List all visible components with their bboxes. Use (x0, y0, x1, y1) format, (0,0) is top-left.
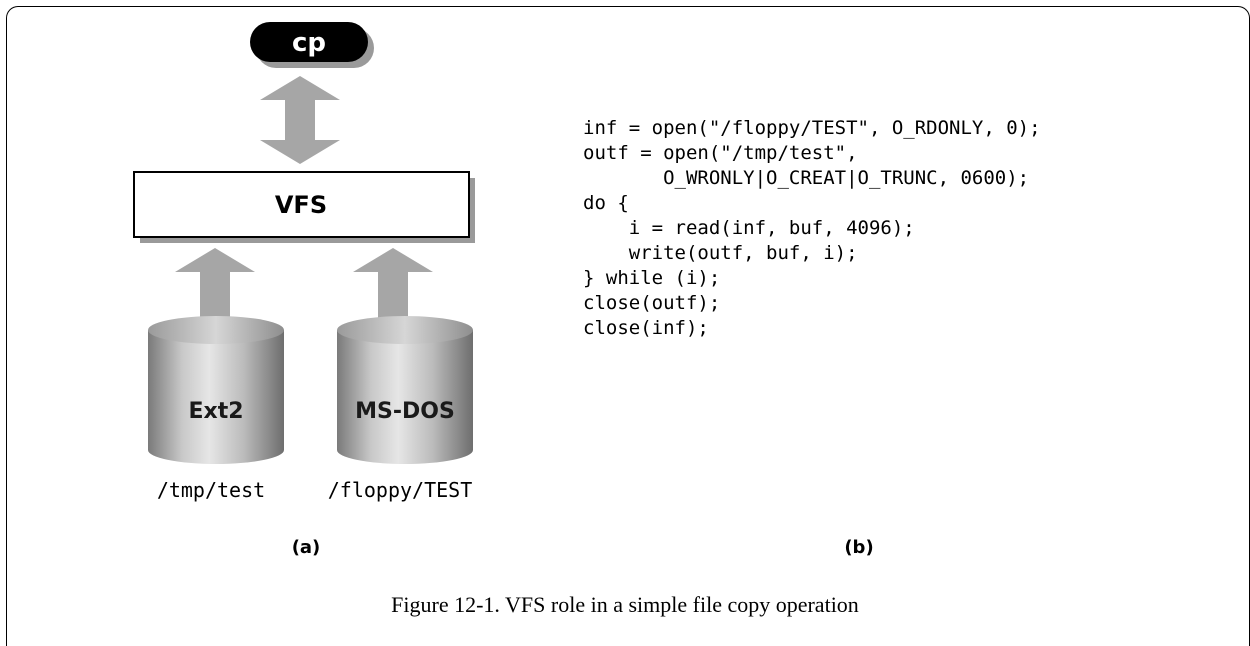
code-line: } while (i); (583, 267, 721, 289)
code-listing: inf = open("/floppy/TEST", O_RDONLY, 0);… (583, 116, 1041, 341)
ext2-path: /tmp/test (157, 478, 265, 502)
msdos-cylinder-body (337, 330, 473, 464)
code-line: O_WRONLY|O_CREAT|O_TRUNC, 0600); (583, 167, 1030, 189)
ext2-cylinder-top (148, 316, 284, 344)
code-line: write(outf, buf, i); (583, 242, 858, 264)
vfs-diagram: cp VFS Ext2 MS-DOS /tmp/test /floppy/TES… (133, 22, 874, 558)
vfs-label: VFS (275, 191, 327, 219)
ext2-label: Ext2 (188, 399, 243, 424)
arrow-vfs-msdos (353, 248, 433, 346)
msdos-label: MS-DOS (355, 399, 455, 424)
figure-caption: Figure 12-1. VFS role in a simple file c… (391, 592, 859, 617)
vfs-box-body (133, 171, 470, 238)
msdos-path: /floppy/TEST (328, 478, 473, 502)
cp-label: cp (292, 28, 326, 58)
ext2-cylinder: Ext2 (148, 316, 284, 464)
code-line: close(outf); (583, 292, 721, 314)
cp-pill-body (250, 22, 368, 62)
msdos-cylinder: MS-DOS (337, 316, 473, 464)
cp-process-pill: cp (250, 22, 374, 68)
ext2-cylinder-body (148, 330, 284, 464)
arrow-vfs-ext2 (175, 248, 255, 346)
code-line: inf = open("/floppy/TEST", O_RDONLY, 0); (583, 117, 1041, 139)
code-line: do { (583, 192, 629, 214)
code-line: outf = open("/tmp/test", (583, 142, 858, 164)
code-line: i = read(inf, buf, 4096); (583, 217, 915, 239)
panel-b-label: (b) (844, 537, 873, 558)
code-line: close(inf); (583, 317, 709, 339)
arrow-cp-vfs (260, 76, 340, 164)
vfs-box: VFS (133, 171, 475, 243)
msdos-cylinder-top (337, 316, 473, 344)
panel-a-label: (a) (292, 537, 321, 558)
